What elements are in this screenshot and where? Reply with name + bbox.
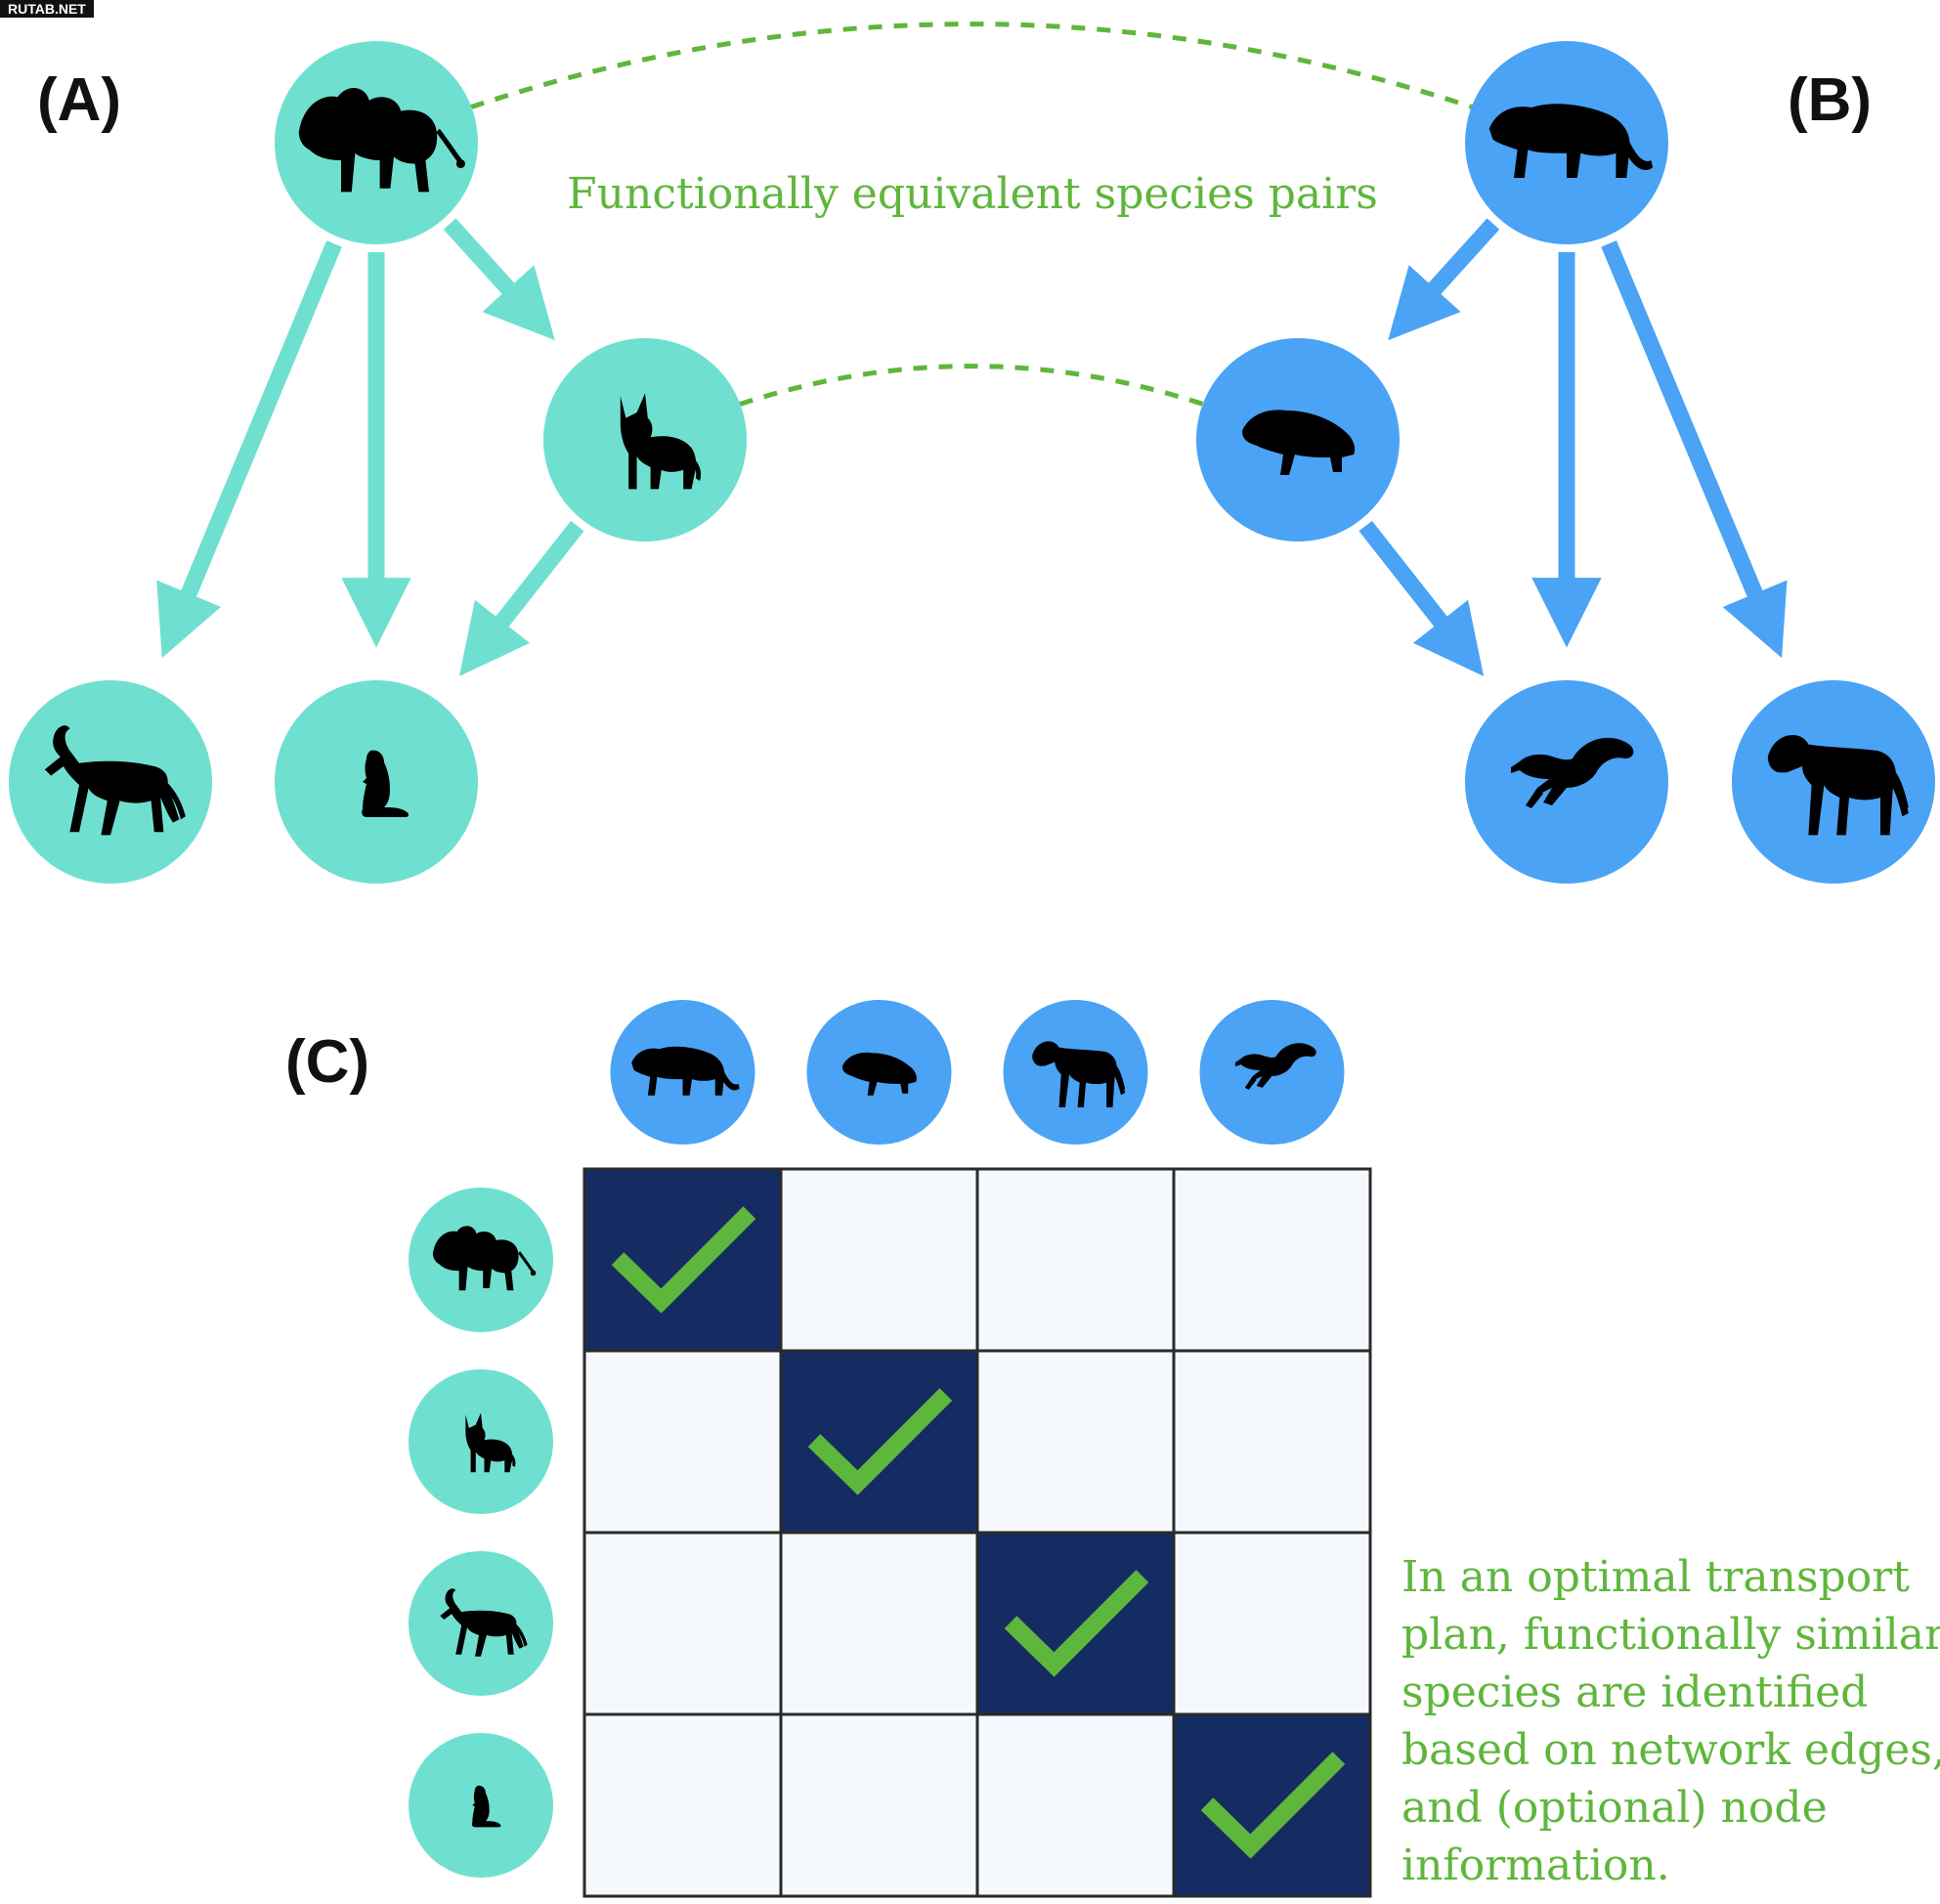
plan-cell-bg <box>975 1349 1176 1535</box>
equivalence-links <box>469 22 1474 407</box>
node-squirrel <box>1199 1000 1345 1145</box>
plan-cell-lion-badger <box>779 1167 979 1353</box>
watermark-badge: RUTAB.NET <box>0 0 94 18</box>
node-squirrel <box>1465 680 1668 884</box>
plan-cell-bg <box>779 1712 979 1898</box>
node-badger <box>1196 338 1400 541</box>
plan-cell-marmot-zebra <box>975 1712 1176 1898</box>
plan-cell-bg <box>975 1167 1176 1353</box>
node-marmot <box>409 1733 553 1878</box>
transport-plan-column-headers <box>610 1000 1345 1145</box>
plan-cell-lion-zebra <box>975 1167 1176 1353</box>
transport-caption-line: species are identified <box>1401 1667 1868 1717</box>
plan-cell-antelope-zebra <box>975 1531 1176 1716</box>
node-antelope <box>9 680 212 884</box>
node-zebra <box>1003 1000 1148 1145</box>
plan-cell-bg <box>582 1167 783 1353</box>
panel-label-b: (B) <box>1788 66 1872 134</box>
plan-cell-bg <box>1172 1712 1372 1898</box>
plan-cell-bg <box>779 1349 979 1535</box>
transport-caption-line: based on network edges, <box>1401 1725 1940 1775</box>
equivalence-link-lion-jaguar <box>469 22 1474 109</box>
plan-cell-bg <box>582 1531 783 1716</box>
node-lion <box>275 41 478 244</box>
plan-cell-bg <box>582 1349 783 1535</box>
network-b-edges <box>1358 218 1788 676</box>
node-jaguar <box>610 1000 755 1145</box>
node-caracal <box>543 338 747 541</box>
plan-cell-marmot-jaguar <box>582 1712 783 1898</box>
plan-cell-caracal-zebra <box>975 1349 1176 1535</box>
transport-plan-grid <box>582 1167 1372 1898</box>
panel-label-c: (C) <box>285 1028 369 1096</box>
network-b <box>1196 41 1935 884</box>
plan-cell-lion-squirrel <box>1172 1167 1372 1353</box>
plan-cell-marmot-badger <box>779 1712 979 1898</box>
node-zebra <box>1732 680 1935 884</box>
node-lion <box>409 1188 553 1332</box>
edge-jaguar-badger <box>1388 218 1500 341</box>
plan-cell-bg <box>975 1712 1176 1898</box>
plan-cell-bg <box>779 1531 979 1716</box>
node-jaguar <box>1465 41 1668 244</box>
transport-caption-line: information. <box>1401 1840 1670 1890</box>
plan-cell-bg <box>1172 1531 1372 1716</box>
node-badger <box>806 1000 952 1145</box>
equivalence-link-caracal-badger <box>738 364 1205 407</box>
pairs-caption: Functionally equivalent species pairs <box>567 169 1378 219</box>
edge-caracal-marmot <box>458 520 584 676</box>
plan-cell-caracal-squirrel <box>1172 1349 1372 1535</box>
plan-cell-lion-jaguar <box>582 1167 783 1353</box>
network-a <box>9 41 747 884</box>
edge-lion-antelope <box>156 240 342 659</box>
node-antelope <box>409 1551 553 1696</box>
plan-cell-bg <box>779 1167 979 1353</box>
transport-caption-line: plan, functionally similar <box>1401 1610 1940 1660</box>
plan-cell-marmot-squirrel <box>1172 1712 1372 1898</box>
node-marmot <box>275 680 478 884</box>
plan-cell-antelope-badger <box>779 1531 979 1716</box>
transport-plan-row-headers <box>409 1188 553 1878</box>
network-a-edges <box>156 218 584 676</box>
panel-label-a: (A) <box>37 66 121 134</box>
plan-cell-caracal-jaguar <box>582 1349 783 1535</box>
plan-cell-bg <box>1172 1349 1372 1535</box>
plan-cell-bg <box>1172 1167 1372 1353</box>
transport-caption-line: In an optimal transport <box>1401 1552 1910 1602</box>
edge-badger-squirrel <box>1358 520 1485 676</box>
transport-caption: In an optimal transport plan, functionall… <box>1401 1552 1940 1890</box>
edge-jaguar-zebra <box>1601 240 1788 659</box>
transport-caption-line: and (optional) node <box>1401 1783 1828 1833</box>
plan-cell-caracal-badger <box>779 1349 979 1535</box>
node-caracal <box>409 1369 553 1514</box>
plan-cell-antelope-squirrel <box>1172 1531 1372 1716</box>
edge-lion-caracal <box>443 218 555 341</box>
plan-cell-antelope-jaguar <box>582 1531 783 1716</box>
plan-cell-bg <box>975 1531 1176 1716</box>
plan-cell-bg <box>582 1712 783 1898</box>
